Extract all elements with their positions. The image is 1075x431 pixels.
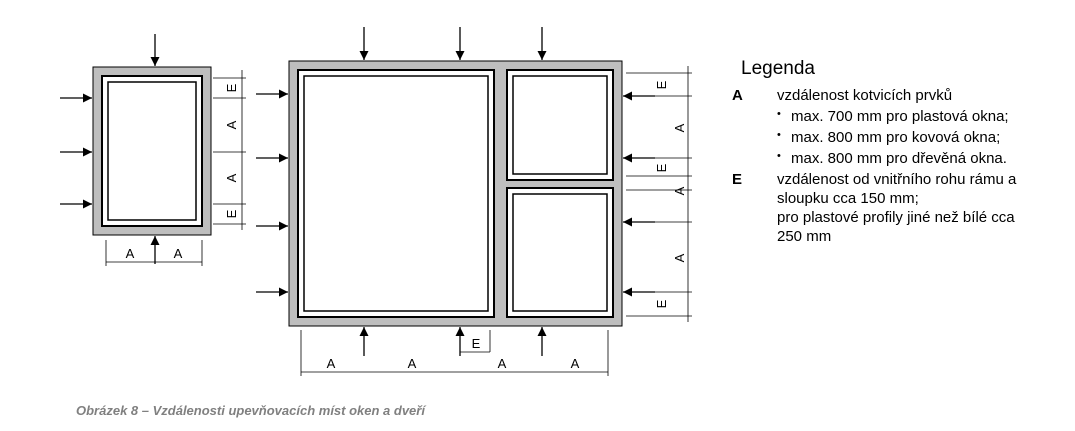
legend-key-e: E xyxy=(732,171,743,188)
small-window xyxy=(92,66,212,236)
dim-label-a: A xyxy=(327,356,336,371)
dim-label-a: A xyxy=(174,246,183,261)
large-window-dim-labels: A A E A A E A E A A E xyxy=(327,80,687,371)
legend-title: Legenda xyxy=(741,58,815,79)
dim-label-e: E xyxy=(654,80,669,89)
legend-e-text: vzdálenost od vnitřního rohu rámu a slou… xyxy=(777,171,1017,207)
legend-a-item: max. 800 mm pro kovová okna; xyxy=(777,126,1032,147)
large-window xyxy=(288,60,623,327)
legend-entry-a: A vzdálenost kotvicích prvků max. 700 mm… xyxy=(732,86,1032,170)
legend-a-text: vzdálenost kotvicích prvků xyxy=(777,87,953,104)
dim-label-a: A xyxy=(672,123,687,132)
legend-entry-e: E vzdálenost od vnitřního rohu rámu a sl… xyxy=(732,170,1032,246)
dim-label-a: A xyxy=(408,356,417,371)
small-window-dim-labels: A A E A A E xyxy=(126,83,239,261)
legend-a-item: max. 700 mm pro plastová okna; xyxy=(777,105,1032,126)
dim-label-a: A xyxy=(224,173,239,182)
small-window-dimensions xyxy=(105,70,246,266)
figure-caption: Obrázek 8 – Vzdálenosti upevňovacích mís… xyxy=(76,403,425,418)
legend-e-text: pro plastové profily jiné než bílé cca 2… xyxy=(777,209,1015,245)
dim-label-e: E xyxy=(224,209,239,218)
legend-a-list: max. 700 mm pro plastová okna; max. 800 … xyxy=(777,105,1032,168)
dim-label-a: A xyxy=(224,120,239,129)
large-window-dimensions xyxy=(300,66,692,376)
legend-a-item: max. 800 mm pro dřevěná okna. xyxy=(777,147,1032,168)
dim-label-e: E xyxy=(224,83,239,92)
legend-key-a: A xyxy=(732,87,743,104)
legend: Legenda A vzdálenost kotvicích prvků max… xyxy=(732,58,1032,246)
dim-label-a: A xyxy=(672,186,687,195)
small-window-anchor-arrows xyxy=(60,34,160,264)
dim-label-a: A xyxy=(571,356,580,371)
dim-label-e: E xyxy=(654,299,669,308)
dim-label-a: A xyxy=(126,246,135,261)
dim-label-e: E xyxy=(654,163,669,172)
dim-label-a: A xyxy=(498,356,507,371)
dim-label-a: A xyxy=(672,253,687,262)
dim-label-e: E xyxy=(472,336,481,351)
